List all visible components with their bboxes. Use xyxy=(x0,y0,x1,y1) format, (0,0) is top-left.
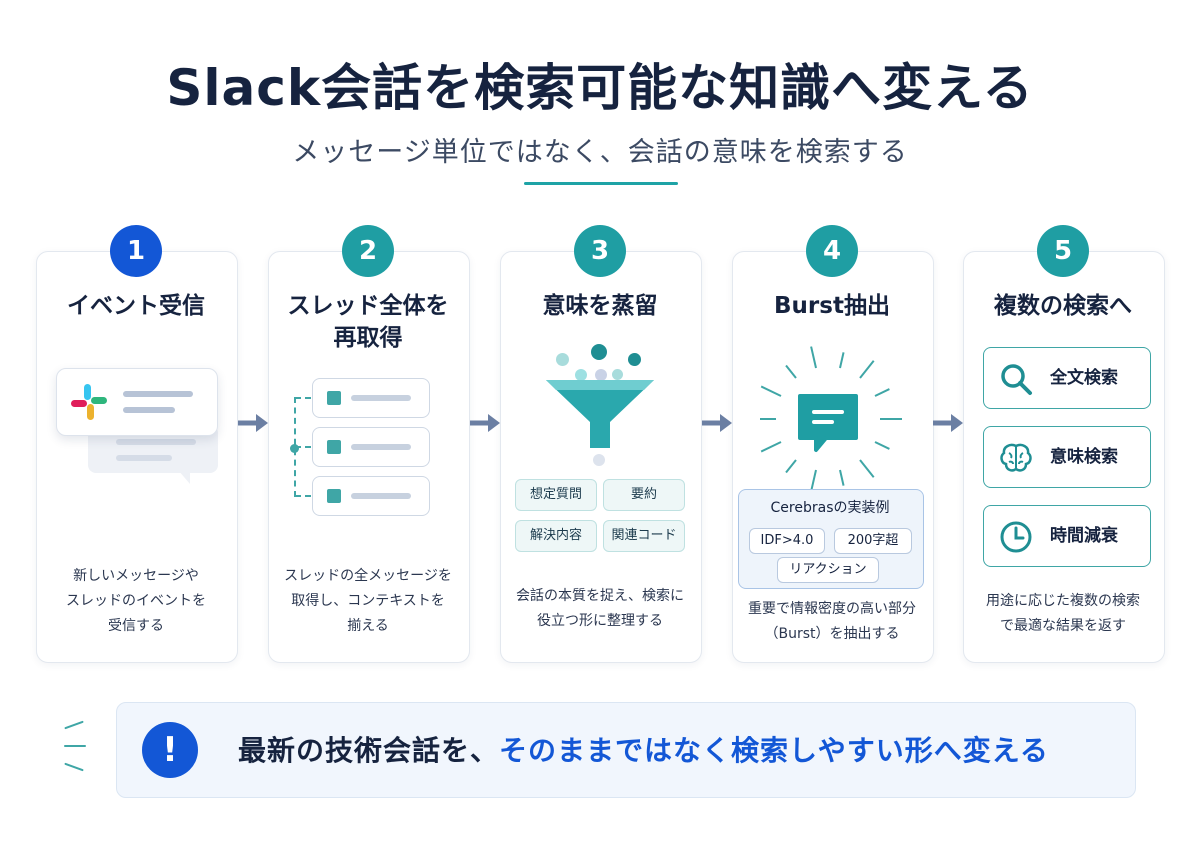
step-desc-2-line: 揃える xyxy=(347,618,389,634)
step-title-4-line1: Burst抽出 xyxy=(774,293,890,319)
spark-line xyxy=(64,762,84,772)
funnel-input-dot xyxy=(556,353,569,366)
step-number-1: 1 xyxy=(110,225,162,277)
arrow-right-icon xyxy=(238,414,268,432)
step-title-5-line1: 複数の検索へ xyxy=(994,293,1132,319)
step-title-5: 複数の検索へ xyxy=(963,290,1163,322)
step-number-3: 3 xyxy=(574,225,626,277)
pill-idf: IDF>4.0 xyxy=(749,528,825,554)
bottom-message: 最新の技術会話を、そのままではなく検索しやすい形へ変える xyxy=(238,727,1049,775)
tag-resolution: 解決内容 xyxy=(515,520,597,552)
step-number-5: 5 xyxy=(1037,225,1089,277)
thread-node-dot xyxy=(290,444,299,453)
pill-200-chars: 200字超 xyxy=(834,528,912,554)
burst-ray xyxy=(760,418,776,420)
bottom-message-dark: 最新の技術会話を、 xyxy=(238,734,500,767)
search-option-semantic-label: 意味検索 xyxy=(1050,447,1118,467)
step-desc-3: 会話の本質を捉え、検索に 役立つ形に整理する xyxy=(500,584,700,634)
thread-connector-branch xyxy=(295,446,311,448)
slack-message-icon xyxy=(56,368,218,436)
funnel-input-dot xyxy=(595,369,607,381)
tag-related-code: 関連コード xyxy=(603,520,685,552)
exclamation-icon: ! xyxy=(142,722,198,778)
step-desc-2-line: スレッドの全メッセージを xyxy=(284,568,452,584)
step-title-2-line2: 再取得 xyxy=(333,325,403,351)
search-option-fulltext-label: 全文検索 xyxy=(1050,368,1118,388)
burst-ray xyxy=(880,418,902,420)
spark-line xyxy=(64,745,86,747)
search-option-time-decay-label: 時間減衰 xyxy=(1050,526,1118,546)
pill-reaction: リアクション xyxy=(777,557,879,583)
thread-message-box xyxy=(312,476,430,516)
step-desc-3-line: 役立つ形に整理する xyxy=(537,613,663,629)
page-title: Slack会話を検索可能な知識へ変える xyxy=(166,59,1034,117)
step-title-1: イベント受信 xyxy=(36,290,236,322)
step-title-2: スレッド全体を 再取得 xyxy=(268,290,468,354)
step-desc-4-line: （Burst）を抽出する xyxy=(764,626,900,642)
step-desc-1-line: 受信する xyxy=(108,618,164,634)
slack-logo-icon xyxy=(71,384,107,420)
step-desc-1: 新しいメッセージや スレッドのイベントを 受信する xyxy=(36,564,236,639)
step-title-3-line1: 意味を蒸留 xyxy=(542,293,658,319)
search-option-semantic: 意味検索 xyxy=(983,426,1151,488)
thread-connector-branch xyxy=(295,397,311,399)
funnel-input-dot xyxy=(575,369,587,381)
funnel-input-dot xyxy=(628,353,641,366)
step-title-4: Burst抽出 xyxy=(732,290,932,322)
step-desc-3-line: 会話の本質を捉え、検索に xyxy=(516,588,684,604)
burst-chat-icon xyxy=(798,394,858,452)
step-desc-4-line: 重要で情報密度の高い部分 xyxy=(748,601,916,617)
arrow-right-icon xyxy=(702,414,732,432)
thread-message-box xyxy=(312,427,430,467)
brain-icon xyxy=(1000,443,1032,472)
magnifier-icon xyxy=(1001,364,1032,395)
step-desc-2: スレッドの全メッセージを 取得し、コンテキストを 揃える xyxy=(268,564,468,639)
search-option-time-decay: 時間減衰 xyxy=(983,505,1151,567)
step-desc-5-line: 用途に応じた複数の検索 xyxy=(986,593,1140,609)
step-desc-2-line: 取得し、コンテキストを xyxy=(291,593,445,609)
step-desc-5: 用途に応じた複数の検索 で最適な結果を返す xyxy=(963,589,1163,639)
tag-expected-question: 想定質問 xyxy=(515,479,597,511)
bottom-message-highlight: そのままではなく検索しやすい形へ変える xyxy=(499,734,1049,767)
thread-message-box xyxy=(312,378,430,418)
step-desc-4: 重要で情報密度の高い部分 （Burst）を抽出する xyxy=(732,597,932,647)
thread-connector-branch xyxy=(295,495,311,497)
step-desc-1-line: 新しいメッセージや xyxy=(73,568,199,584)
step-title-2-line1: スレッド全体を xyxy=(287,293,449,319)
step-desc-1-line: スレッドのイベントを xyxy=(66,593,206,609)
step-title-3: 意味を蒸留 xyxy=(500,290,700,322)
step-number-2: 2 xyxy=(342,225,394,277)
chat-bubble-tail xyxy=(178,470,190,484)
step-desc-5-line: で最適な結果を返す xyxy=(1000,618,1126,634)
funnel-output-dot xyxy=(593,454,605,466)
funnel-icon xyxy=(546,380,654,448)
bottom-banner xyxy=(116,702,1136,798)
spark-line xyxy=(64,720,84,730)
step-number-4: 4 xyxy=(806,225,858,277)
search-option-fulltext: 全文検索 xyxy=(983,347,1151,409)
arrow-right-icon xyxy=(470,414,500,432)
funnel-input-dot xyxy=(591,344,607,360)
title-divider xyxy=(524,182,678,185)
arrow-right-icon xyxy=(933,414,963,432)
clock-icon xyxy=(1000,521,1032,553)
cerebras-example-title: Cerebrasの実装例 xyxy=(770,500,890,516)
step-title-1-line1: イベント受信 xyxy=(67,293,205,319)
step-card-4 xyxy=(732,251,934,663)
page-subtitle: メッセージ単位ではなく、会話の意味を検索する xyxy=(292,137,908,168)
funnel-input-dot xyxy=(612,369,623,380)
tag-summary: 要約 xyxy=(603,479,685,511)
